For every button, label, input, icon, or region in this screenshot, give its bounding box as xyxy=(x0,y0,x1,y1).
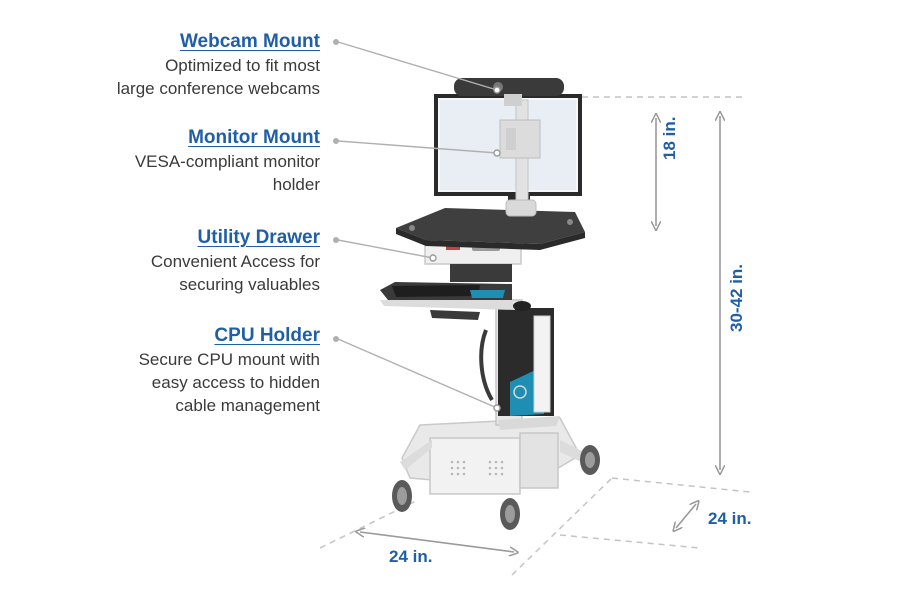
monitor-mount-title: Monitor Mount xyxy=(188,127,320,148)
utility-drawer-desc-line1: Convenient Access for xyxy=(150,252,320,271)
monitor-mount-desc-line1: VESA-compliant monitor xyxy=(134,152,320,171)
cpu-holder-desc-line1: Secure CPU mount with xyxy=(138,350,320,369)
leader-lines xyxy=(337,41,498,409)
cpu-holder-callout: CPU Holder Secure CPU mount with easy ac… xyxy=(139,324,320,417)
depth-dimension-label: 24 in. xyxy=(708,509,752,528)
monitor-mount xyxy=(499,99,541,217)
cart-height-dimension-label: 30-42 in. xyxy=(727,263,746,332)
webcam-mount-desc-line2: large conference webcams xyxy=(116,79,320,98)
utility-drawer-title: Utility Drawer xyxy=(197,227,320,248)
cpu-holder xyxy=(479,308,560,430)
webcam-mount-title: Webcam Mount xyxy=(179,31,320,52)
cpu-holder-desc-line3: cable management xyxy=(175,396,320,415)
keyboard-tray xyxy=(380,282,531,320)
monitor xyxy=(434,94,582,200)
webcam-mount xyxy=(454,78,564,106)
cpu-holder-title: CPU Holder xyxy=(214,325,320,346)
worksurface xyxy=(396,208,585,250)
utility-drawer-callout: Utility Drawer Convenient Access for sec… xyxy=(151,226,320,296)
floor-footprint-lines xyxy=(319,477,751,576)
cart-base xyxy=(400,417,590,495)
dimension-arrows xyxy=(360,116,720,552)
monitor-mount-callout: Monitor Mount VESA-compliant monitor hol… xyxy=(135,126,320,196)
arrow-depth xyxy=(676,504,696,528)
arrow-width xyxy=(360,532,514,552)
monitor-height-dimension-label: 18 in. xyxy=(660,116,679,160)
width-dimension-label: 24 in. xyxy=(389,547,433,566)
leader-dots xyxy=(333,39,339,342)
monitor-mount-desc-line2: holder xyxy=(272,175,320,194)
cpu-holder-desc-line2: easy access to hidden xyxy=(151,373,320,392)
webcam-mount-callout: Webcam Mount Optimized to fit most large… xyxy=(117,30,320,100)
leader-end-dots xyxy=(429,86,501,412)
webcam-mount-desc-line1: Optimized to fit most xyxy=(165,56,320,75)
casters xyxy=(392,445,600,530)
utility-drawer-desc-line2: securing valuables xyxy=(179,275,320,294)
